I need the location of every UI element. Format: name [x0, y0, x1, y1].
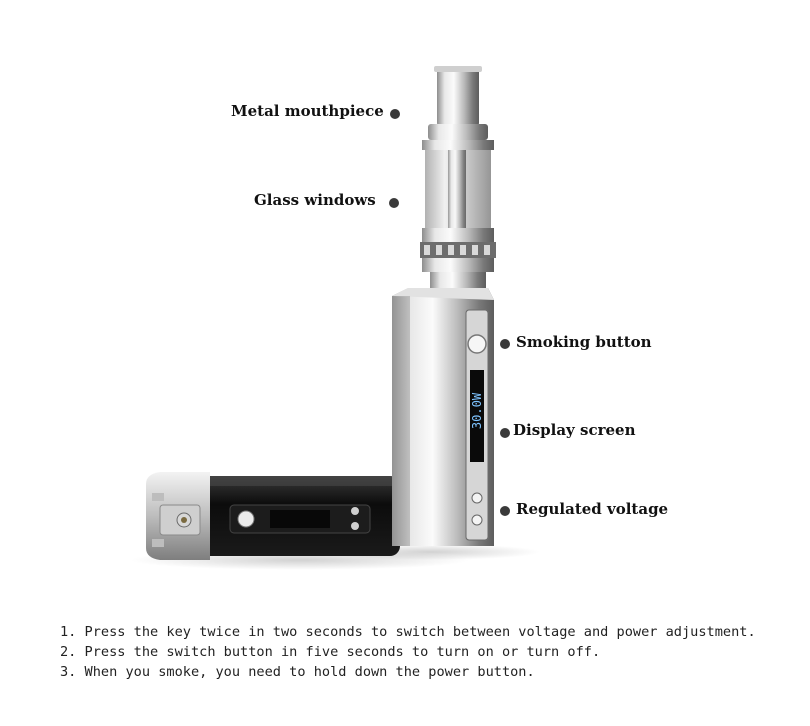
black-mod-lying — [146, 472, 400, 560]
callout-dot-regulated-voltage — [500, 506, 510, 516]
silver-mod-standing — [392, 66, 496, 546]
instructions-list: 1. Press the key twice in two seconds to… — [60, 622, 756, 682]
instruction-item: 2. Press the switch button in five secon… — [60, 644, 601, 660]
label-display-screen: Display screen — [513, 421, 636, 439]
label-metal-mouthpiece: Metal mouthpiece — [231, 102, 384, 120]
callout-dot-display — [500, 428, 510, 438]
callout-dot-glass — [389, 198, 399, 208]
label-glass-windows: Glass windows — [254, 191, 376, 209]
label-regulated-voltage: Regulated voltage — [516, 500, 669, 518]
callout-dot-mouthpiece — [390, 109, 400, 119]
instruction-item: 3. When you smoke, you need to hold down… — [60, 664, 535, 680]
callout-dot-smoking-button — [500, 339, 510, 349]
device-screen-reading: 30.0W — [470, 392, 484, 430]
label-smoking-button: Smoking button — [516, 333, 652, 351]
instruction-item: 1. Press the key twice in two seconds to… — [60, 624, 756, 640]
